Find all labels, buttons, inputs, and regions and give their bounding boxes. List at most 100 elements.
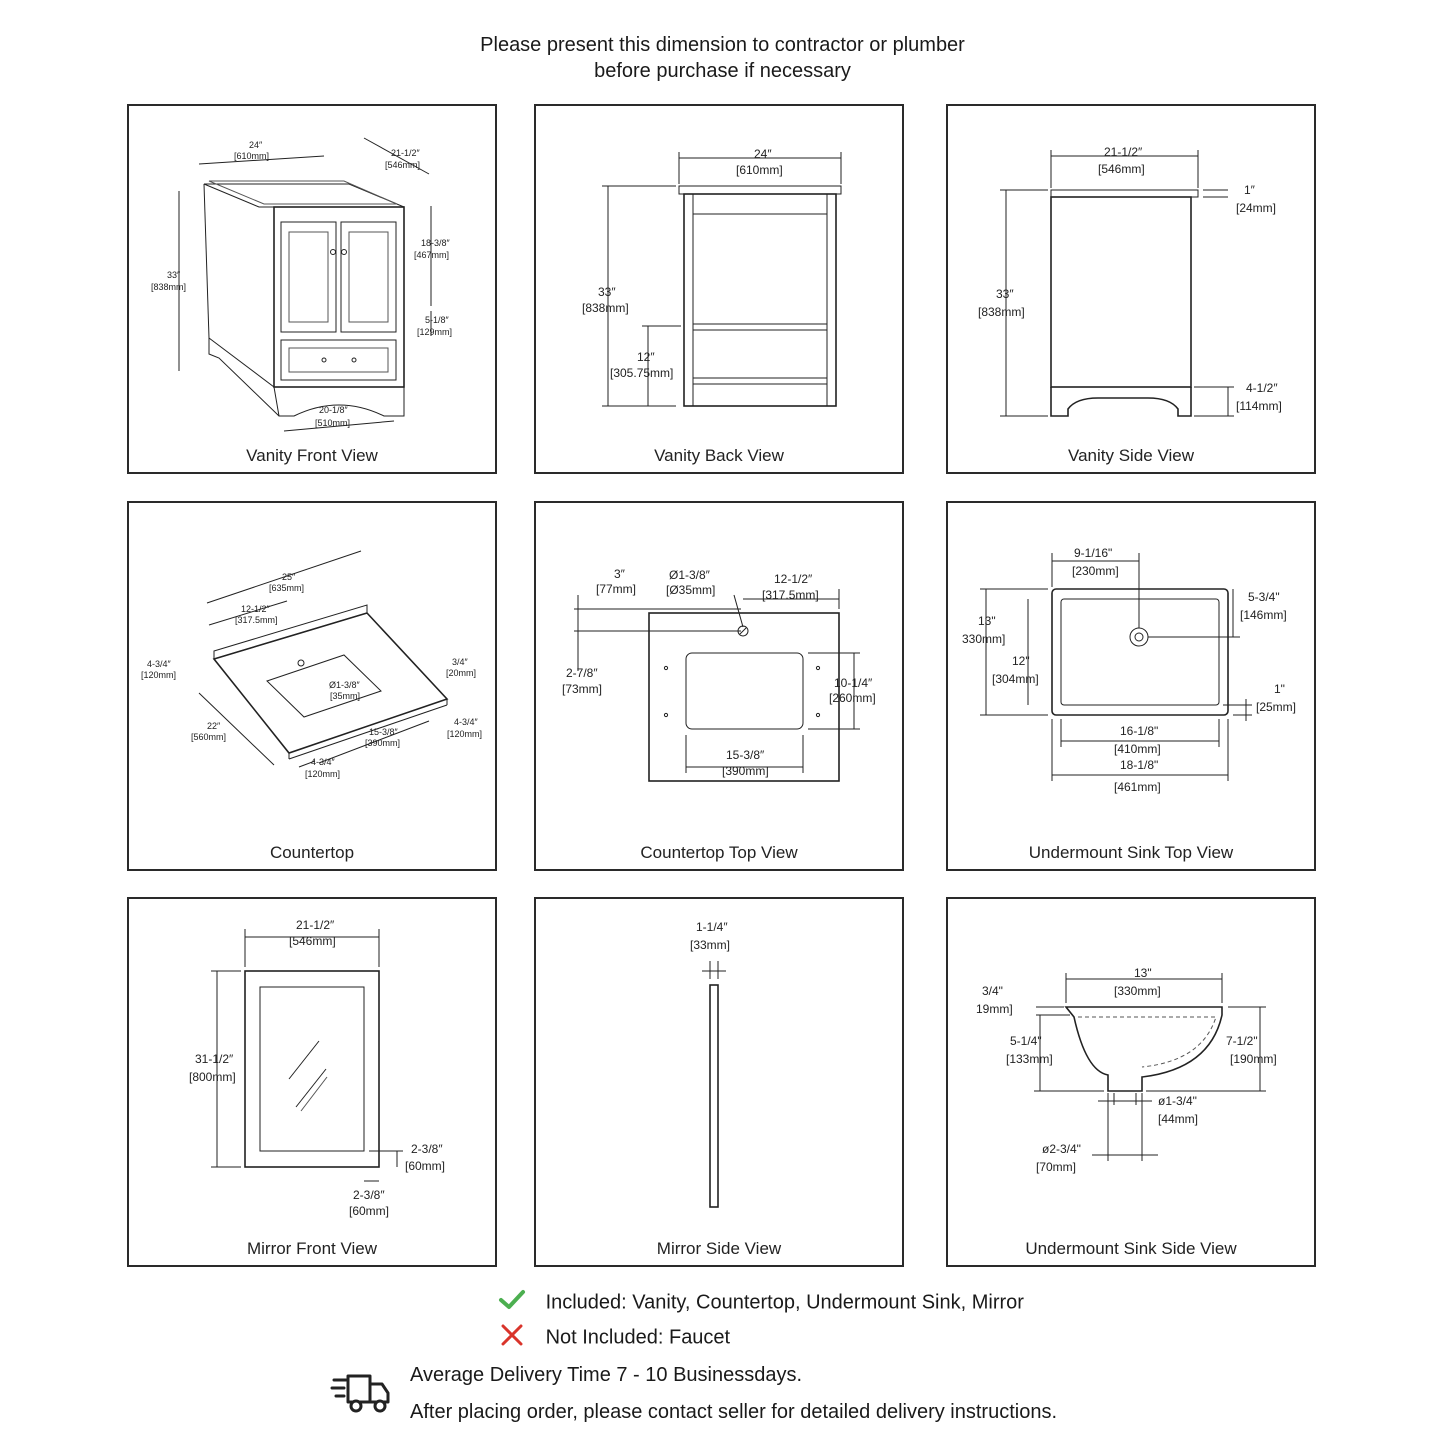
dim-b-mm: [73mm]	[562, 682, 602, 696]
dim-top-in: 1″	[1244, 183, 1256, 197]
panel-vanity-side-view: 21-1/2″ [546mm] 1″ [24mm] 33″ [838mm] 4-…	[946, 104, 1316, 474]
sink-side-drawing: 13" [330mm] 3/4" 19mm] 5-1/4" [133mm] 7-…	[976, 966, 1277, 1174]
dim-door-mm: [467mm]	[414, 250, 449, 260]
page-header: Please present this dimension to contrac…	[0, 32, 1445, 84]
countertop-top-drawing: 3″ [77mm] Ø1-3/8″ [Ø35mm] 12-1/2″ [317.5…	[562, 567, 876, 782]
dim-depth-in: 21-1/2″	[1104, 145, 1143, 159]
dim-drain2-in: 5-3/4"	[1248, 590, 1280, 604]
dim-lip-in: 3/4"	[982, 984, 1003, 998]
dim-depth-in: 21-1/2″	[391, 148, 421, 158]
dim-drain-in: 9-1/16"	[1074, 546, 1112, 560]
dim-sink-in: 15-3/8″	[369, 727, 399, 737]
panel-caption: Undermount Sink Top View	[1028, 843, 1234, 862]
dim-width-in: 24″	[754, 147, 772, 161]
dim-thick-in: 3/4″	[452, 657, 469, 667]
dim-a-mm: [77mm]	[596, 582, 636, 596]
dim-drain-mm: [230mm]	[1072, 564, 1119, 578]
dim-drain-mm: [44mm]	[1158, 1112, 1198, 1126]
dim-drain2-mm: [146mm]	[1240, 608, 1287, 622]
dim-depth-mm: [133mm]	[1006, 1052, 1053, 1066]
dim-sink-w-in: 15-3/8″	[726, 748, 765, 762]
dim-height-mm: [800mm]	[189, 1070, 236, 1084]
dim-sink-mm: [390mm]	[365, 738, 400, 748]
dim-sink-h-in: 10-1/4″	[834, 676, 873, 690]
dim-height-mm: [838mm]	[151, 282, 186, 292]
mirror-side-drawing: 1-1/4″ [33mm]	[690, 920, 730, 1208]
dim-height-in: 33″	[598, 285, 616, 299]
dim-height-in: 7-1/2"	[1226, 1034, 1258, 1048]
dim-half-mm: [317.5mm]	[235, 615, 278, 625]
check-icon	[498, 1289, 526, 1317]
dim-inner-h-in: 12"	[1012, 654, 1030, 668]
dim-hole-mm: [35mm]	[330, 691, 360, 701]
delivery-truck-icon	[330, 1368, 394, 1421]
dim-width-mm: [610mm]	[736, 163, 783, 177]
dim-shelf-in: 12″	[637, 350, 655, 364]
dim-width-mm: [635mm]	[269, 583, 304, 593]
dim-depth-mm: [546mm]	[1098, 162, 1145, 176]
dim-height-in: 31-1/2″	[195, 1052, 234, 1066]
dim-height-mm: [838mm]	[582, 301, 629, 315]
dim-door-in: 18-3/8″	[421, 238, 451, 248]
header-line-1: Please present this dimension to contrac…	[480, 34, 965, 56]
dim-side-mm: [60mm]	[349, 1204, 389, 1218]
vanity-side-drawing: 21-1/2″ [546mm] 1″ [24mm] 33″ [838mm] 4-…	[978, 145, 1282, 417]
panel-countertop: 25″ [635mm] 12-1/2″ [317.5mm] 4-3/4″ [12…	[127, 501, 497, 871]
dim-width-in: 21-1/2″	[296, 918, 335, 932]
dim-half-in: 12-1/2″	[774, 572, 813, 586]
delivery-instructions-text: After placing order, please contact sell…	[410, 1401, 1058, 1423]
panel-caption: Vanity Front View	[246, 446, 378, 465]
panel-vanity-front-view: 24″ [610mm] 21-1/2″ [546mm] 33″ [838mm] …	[127, 104, 497, 474]
dim-a-in: 3″	[614, 567, 626, 581]
dim-base-mm: [114mm]	[1236, 399, 1282, 413]
panel-mirror-front-view: 21-1/2″ [546mm] 31-1/2″ [800mm] 2-3/8″ […	[127, 897, 497, 1267]
dim-thickness-mm: [33mm]	[690, 938, 730, 952]
not-included-text: Not Included: Faucet	[545, 1326, 731, 1349]
dim-frame-in: 2-3/8″	[411, 1142, 443, 1156]
panel-countertop-top-view: 3″ [77mm] Ø1-3/8″ [Ø35mm] 12-1/2″ [317.5…	[534, 501, 904, 871]
dim-half-mm: [317.5mm]	[762, 588, 819, 602]
dim-lip-mm: 19mm]	[976, 1002, 1013, 1016]
dim-hole-in: Ø1-3/8″	[669, 568, 711, 582]
dim-outlet-in: ø2-3/4"	[1042, 1142, 1081, 1156]
panel-undermount-sink-side-view: 13" [330mm] 3/4" 19mm] 5-1/4" [133mm] 7-…	[946, 897, 1316, 1267]
dim-width-in: 13"	[1134, 966, 1152, 980]
panel-caption: Vanity Side View	[1068, 446, 1194, 465]
dim-side-in: 4-3/4″	[454, 717, 479, 727]
dim-splash-mm: [120mm]	[141, 670, 176, 680]
dim-height-mm: [838mm]	[978, 305, 1025, 319]
dim-width-in: 18-1/8"	[1120, 758, 1158, 772]
dim-sink-w-mm: [390mm]	[722, 764, 769, 778]
dim-front-mm: [120mm]	[305, 769, 340, 779]
dim-hole-in: Ø1-3/8″	[329, 680, 361, 690]
dim-inner-w-in: 16-1/8"	[1120, 724, 1158, 738]
not-included-row: Not Included: Faucet	[500, 1324, 730, 1352]
dim-depth-in: 5-1/4"	[1010, 1034, 1042, 1048]
dim-sink-h-mm: [260mm]	[829, 691, 876, 705]
dim-width-in: 24″	[249, 140, 263, 150]
dim-base-in: 4-1/2″	[1246, 381, 1278, 395]
cross-icon	[500, 1324, 524, 1352]
dim-height-mm: 330mm]	[962, 632, 1005, 646]
panel-caption: Mirror Side View	[656, 1239, 782, 1258]
dim-front-in: 4-3/4″	[311, 757, 336, 767]
dim-width-mm: [461mm]	[1114, 780, 1161, 794]
dim-rim-mm: [25mm]	[1256, 700, 1296, 714]
dim-thickness-in: 1-1/4″	[696, 920, 728, 934]
dim-thick-mm: [20mm]	[446, 668, 476, 678]
dim-height-in: 13"	[978, 614, 996, 628]
panel-undermount-sink-top-view: 9-1/16" [230mm] 5-3/4" [146mm] 13" 330mm…	[946, 501, 1316, 871]
dim-drawer-in: 5-1/8″	[425, 315, 450, 325]
dim-width-mm: [546mm]	[289, 934, 336, 948]
dim-outlet-mm: [70mm]	[1036, 1160, 1076, 1174]
countertop-drawing: 25″ [635mm] 12-1/2″ [317.5mm] 4-3/4″ [12…	[141, 550, 482, 779]
panel-caption: Mirror Front View	[246, 1239, 378, 1258]
panel-caption: Undermount Sink Side View	[1025, 1239, 1237, 1258]
dim-inner-w-mm: [410mm]	[1114, 742, 1161, 756]
dim-half-in: 12-1/2″	[241, 604, 271, 614]
dim-height-mm: [190mm]	[1230, 1052, 1277, 1066]
dim-width-mm: [610mm]	[234, 151, 269, 161]
dim-width-in: 25″	[282, 572, 296, 582]
dim-splash-in: 4-3/4″	[147, 659, 172, 669]
panel-caption: Countertop	[269, 843, 355, 862]
